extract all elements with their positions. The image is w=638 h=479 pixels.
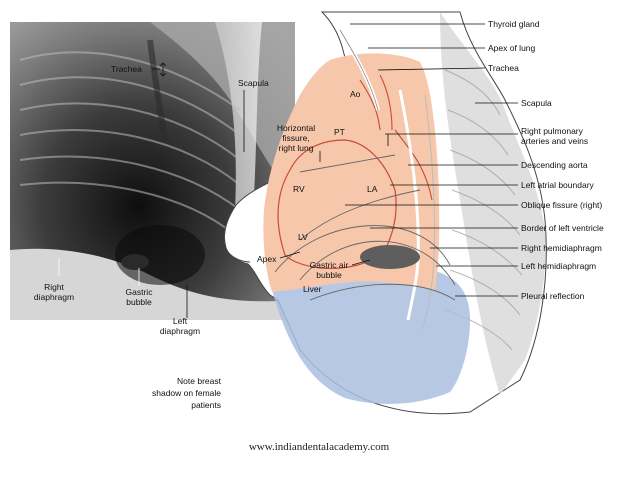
label-descending-aorta: Descending aorta (408, 160, 588, 170)
label-left-hemidiaphragm: Left hemidiaphragm (436, 261, 596, 271)
horizontal-fissure (299, 154, 396, 173)
svg-text:Thyroid gland: Thyroid gland (488, 19, 540, 29)
label-oblique-fissure: Oblique fissure (right) (345, 200, 602, 210)
label-ao: Ao (350, 89, 361, 99)
gastric-air-bubble (360, 245, 420, 269)
label-pt: PT (334, 127, 345, 137)
svg-text:bubble: bubble (126, 297, 152, 307)
svg-text:bubble: bubble (316, 270, 342, 280)
right-hemidiaphragm (274, 225, 451, 273)
label-thyroid-gland: Thyroid gland (350, 19, 540, 29)
pulmonary-vessels (359, 74, 433, 201)
label-rv: RV (293, 184, 305, 194)
svg-text:Gastric: Gastric (126, 287, 154, 297)
svg-text:Scapula: Scapula (521, 98, 552, 108)
lateral-chest-xray (10, 22, 295, 320)
lung-region (263, 53, 440, 292)
svg-text:Gastric air: Gastric air (310, 260, 349, 270)
svg-text:Pleural reflection: Pleural reflection (521, 291, 585, 301)
svg-text:Left atrial boundary: Left atrial boundary (521, 180, 595, 190)
label-lv: LV (298, 232, 308, 242)
label-trachea-right: Trachea (377, 63, 519, 73)
svg-text:arteries and veins: arteries and veins (521, 136, 588, 146)
svg-text:Horizontal: Horizontal (277, 123, 315, 133)
label-gastric-air-bubble: Gastric air bubble (310, 259, 371, 280)
xray-left-diaphragm-label: Left diaphragm (160, 316, 200, 336)
back-region (440, 12, 546, 395)
svg-text:Oblique fissure (right): Oblique fissure (right) (521, 200, 602, 210)
xray-right-diaphragm-label: Right diaphragm (34, 282, 74, 302)
pleural-reflection (309, 283, 456, 301)
svg-text:Scapula: Scapula (238, 78, 269, 88)
oblique-fissure (299, 189, 421, 241)
label-la: LA (367, 184, 378, 194)
xray-gastric-bubble-label: Gastric bubble (126, 287, 154, 307)
svg-text:Trachea: Trachea (111, 64, 142, 74)
descending-aorta-line (398, 89, 420, 321)
svg-text:Right pulmonary: Right pulmonary (521, 126, 584, 136)
label-right-hemidiaphragm: Right hemidiaphragm (430, 243, 602, 253)
label-pleural-reflection: Pleural reflection (455, 291, 585, 301)
svg-text:shadow on female: shadow on female (152, 388, 221, 398)
footer-url: www.indiandentalacademy.com (248, 441, 390, 453)
svg-text:right lung: right lung (279, 143, 314, 153)
svg-text:Trachea: Trachea (488, 63, 519, 73)
svg-text:Border of left ventricle: Border of left ventricle (521, 223, 604, 233)
xray-scapula-label: Scapula (238, 78, 269, 152)
svg-text:Right: Right (44, 282, 64, 292)
svg-text:fissure,: fissure, (282, 133, 309, 143)
svg-text:Left: Left (173, 316, 188, 326)
label-apex-of-lung: Apex of lung (368, 43, 536, 53)
label-pulmonary-vessels: Right pulmonary arteries and veins (385, 126, 588, 146)
svg-text:Apex of lung: Apex of lung (488, 43, 536, 53)
svg-text:Note breast: Note breast (177, 376, 222, 386)
breast-shadow-note: Note breast shadow on female patients (152, 376, 222, 410)
label-apex: Apex (257, 254, 277, 264)
xray-trachea-label: Trachea (111, 62, 167, 77)
svg-text:diaphragm: diaphragm (160, 326, 200, 336)
label-border-left-ventricle: Border of left ventricle (370, 223, 604, 233)
svg-text:Left hemidiaphragm: Left hemidiaphragm (521, 261, 596, 271)
svg-text:Descending aorta: Descending aorta (521, 160, 588, 170)
svg-text:diaphragm: diaphragm (34, 292, 74, 302)
svg-text:patients: patients (191, 400, 221, 410)
label-left-atrial-boundary: Left atrial boundary (390, 180, 595, 190)
liver (272, 266, 470, 404)
breast-outline (223, 204, 251, 263)
label-liver: Liver (303, 284, 322, 294)
svg-text:Right hemidiaphragm: Right hemidiaphragm (521, 243, 602, 253)
label-scapula-right: Scapula (475, 98, 552, 108)
label-horizontal-fissure: Horizontal fissure, right lung (277, 123, 321, 162)
